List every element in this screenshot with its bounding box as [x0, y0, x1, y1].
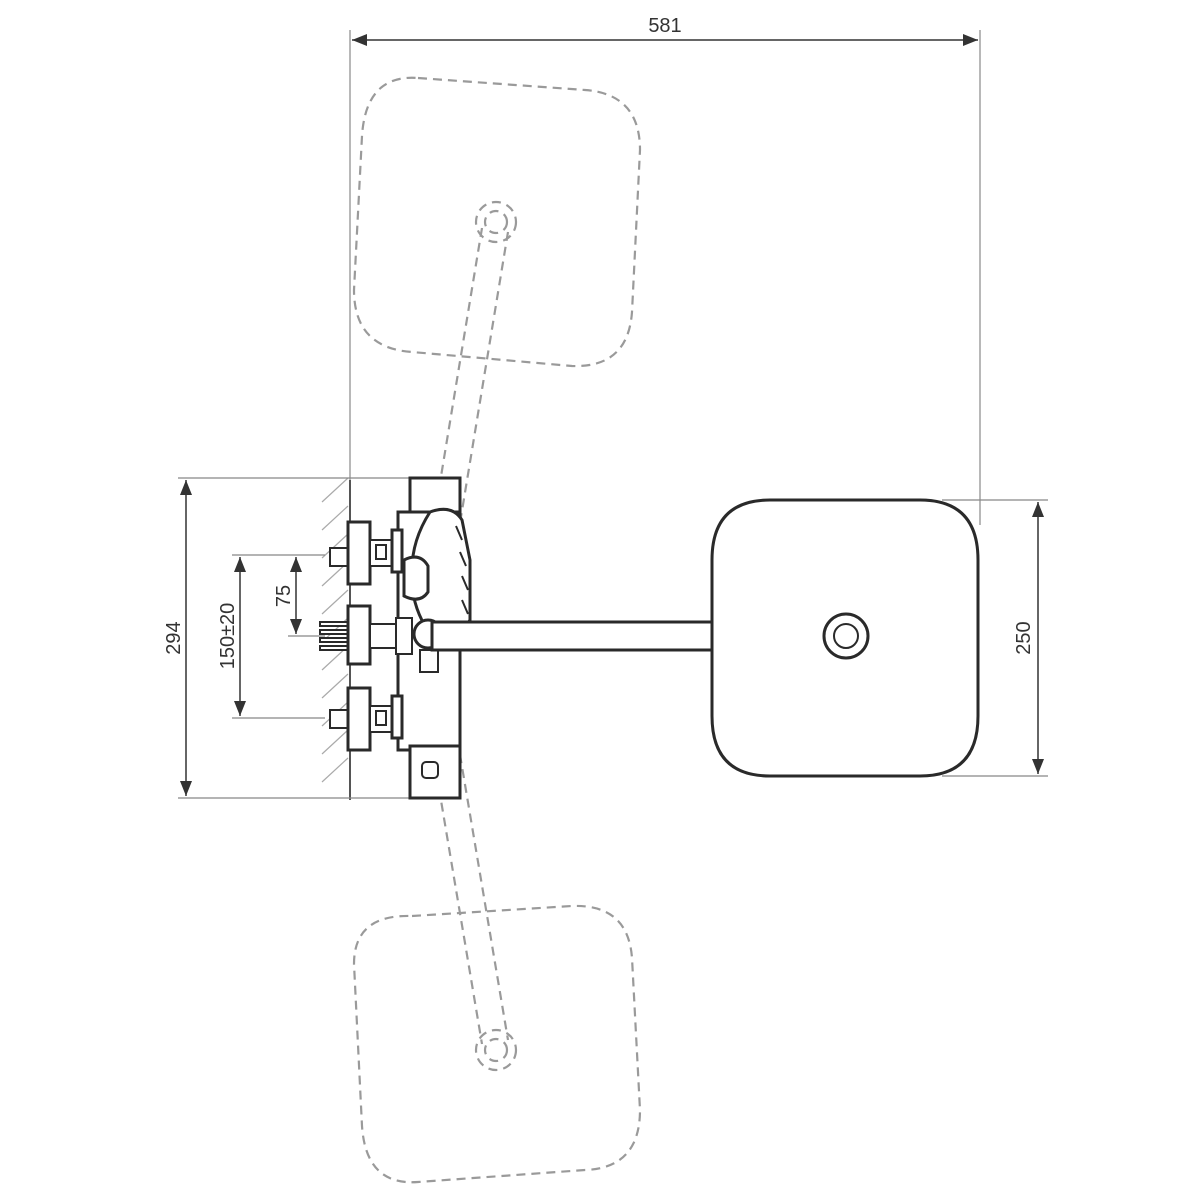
dimension-label-head-size: 250: [1013, 621, 1035, 654]
dimension-head-size: 250: [942, 499, 1048, 777]
dimension-outlet-offset: 75: [273, 557, 325, 637]
inlet-connector-lower: [329, 686, 404, 752]
dimension-label-outlet-offset: 75: [273, 585, 295, 607]
dimension-label-mount-height: 294: [163, 621, 185, 654]
dimension-inlet-spacing: 150±20: [217, 554, 325, 719]
dimension-mount-height: 294: [163, 477, 410, 799]
dimension-label-inlet-spacing: 150±20: [217, 603, 239, 670]
dimension-overall-width: 581: [349, 15, 981, 525]
dimension-label-overall-width: 581: [648, 15, 681, 37]
outlet-connector-middle: [319, 604, 444, 666]
shower-head: [710, 498, 980, 778]
inlet-connector-upper: [329, 520, 404, 586]
